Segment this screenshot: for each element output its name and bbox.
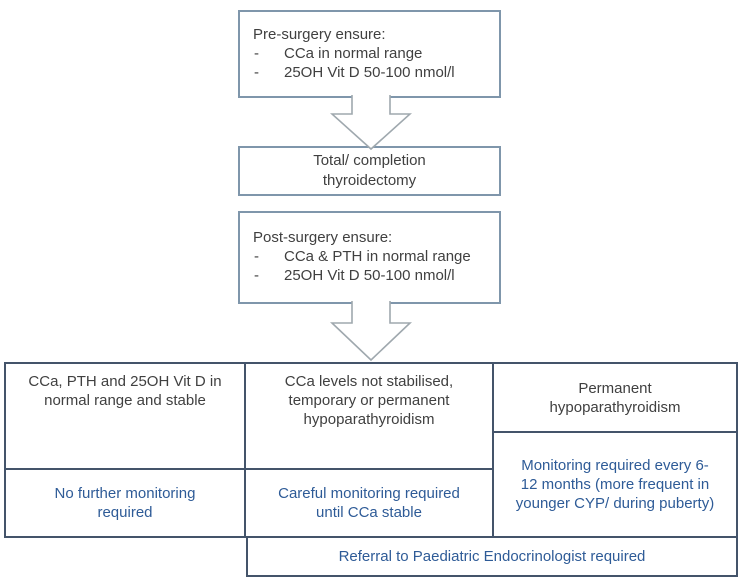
pre-surgery-box: Pre-surgery ensure: - CCa in normal rang… (238, 10, 501, 98)
bullet-text: CCa in normal range (284, 45, 423, 62)
outcome-condition-permanent-hypoparathyroidism: Permanent hypoparathyroidism (494, 362, 738, 433)
action-text: Monitoring required every 6-12 months (m… (515, 457, 715, 512)
post-surgery-bullet-2: - 25OH Vit D 50-100 nmol/l (253, 266, 491, 285)
thyroidectomy-box: Total/ completion thyroidectomy (238, 146, 501, 196)
condition-text: CCa, PTH and 25OH Vit D in normal range … (28, 373, 222, 409)
outcome-action-periodic-monitoring: Monitoring required every 6-12 months (m… (494, 433, 738, 538)
pre-surgery-bullet-2: - 25OH Vit D 50-100 nmol/l (253, 63, 491, 82)
bullet-dash: - (254, 248, 259, 265)
bullet-dash: - (254, 64, 259, 81)
outcome-condition-normal-stable: CCa, PTH and 25OH Vit D in normal range … (4, 362, 246, 470)
action-text: No further monitoring required (54, 485, 196, 521)
thyroidectomy-label: Total/ completion thyroidectomy (313, 152, 426, 189)
down-arrow-icon (330, 301, 412, 362)
pre-surgery-title: Pre-surgery ensure: (253, 26, 386, 43)
referral-row: Referral to Paediatric Endocrinologist r… (246, 538, 738, 577)
bullet-text: CCa & PTH in normal range (284, 248, 471, 265)
outcome-condition-not-stabilised: CCa levels not stabilised, temporary or … (246, 362, 494, 470)
bullet-text: 25OH Vit D 50-100 nmol/l (284, 267, 455, 284)
condition-text: CCa levels not stabilised, temporary or … (284, 373, 454, 428)
post-surgery-title: Post-surgery ensure: (253, 229, 393, 246)
referral-text: Referral to Paediatric Endocrinologist r… (338, 548, 646, 565)
bullet-dash: - (254, 45, 259, 62)
bullet-text: 25OH Vit D 50-100 nmol/l (284, 64, 455, 81)
down-arrow-icon (330, 95, 412, 151)
bullet-dash: - (254, 267, 259, 284)
condition-text: Permanent hypoparathyroidism (549, 379, 681, 416)
post-surgery-bullet-1: - CCa & PTH in normal range (253, 247, 491, 266)
outcome-action-careful-monitoring: Careful monitoring required until CCa st… (246, 470, 494, 538)
action-text: Careful monitoring required until CCa st… (278, 485, 460, 521)
post-surgery-box: Post-surgery ensure: - CCa & PTH in norm… (238, 211, 501, 304)
pre-surgery-bullet-1: - CCa in normal range (253, 44, 491, 63)
outcome-action-no-monitoring: No further monitoring required (4, 470, 246, 538)
